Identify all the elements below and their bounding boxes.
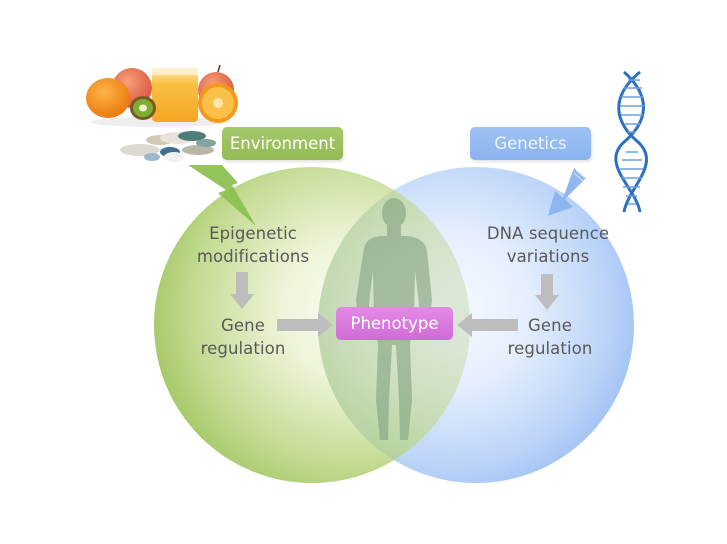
regulation-line: regulation: [507, 339, 593, 358]
dna-sequence-variations-text: DNA sequence variations: [478, 222, 618, 268]
environment-label: Environment: [222, 127, 343, 160]
gene-line: Gene: [528, 316, 572, 335]
dna-helix-image: [614, 70, 648, 213]
right-to-phenotype-arrow-icon: [457, 313, 518, 337]
right-gene-regulation-text: Gene regulation: [500, 314, 600, 360]
genetics-arrow-icon: [548, 168, 586, 216]
genetics-label: Genetics: [470, 127, 591, 160]
phenotype-label: Phenotype: [336, 307, 453, 340]
left-down-arrow-icon: [230, 272, 254, 309]
dna-sequence-line: DNA sequence: [486, 224, 610, 243]
right-down-arrow-icon: [535, 274, 559, 310]
left-gene-regulation-text: Gene regulation: [193, 314, 293, 360]
lightning-arrow-icon: [188, 165, 256, 226]
gray-arrows: [230, 272, 559, 337]
epigenetic-line: Epigenetic: [209, 224, 297, 243]
fruits-and-juice-image: [86, 64, 238, 127]
gene-line: Gene: [221, 316, 265, 335]
epigenetic-modifications-text: Epigenetic modifications: [193, 222, 313, 268]
variations-line: variations: [506, 247, 590, 266]
left-to-phenotype-arrow-icon: [277, 313, 333, 337]
modifications-line: modifications: [196, 247, 310, 266]
regulation-line: regulation: [200, 339, 286, 358]
pills-image: [120, 131, 216, 162]
